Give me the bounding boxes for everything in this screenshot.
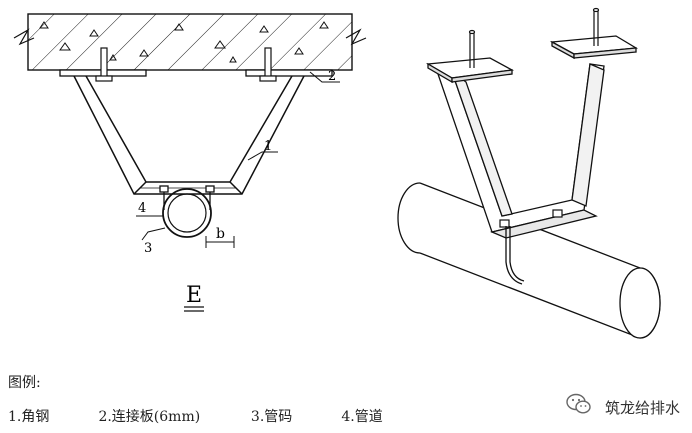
leader-lines <box>136 71 340 248</box>
isometric-bolts <box>468 7 600 228</box>
anchor-bolts <box>95 47 277 82</box>
isometric-clamp <box>505 226 525 285</box>
pipe-section <box>162 188 212 238</box>
legend-item-pipe: 4.管道 <box>341 409 383 425</box>
legend-item-connection-plate: 2.连接板(6mm) <box>98 409 201 425</box>
legend-title: 图例: <box>8 375 41 391</box>
watermark-text: 筑龙给排水 <box>604 398 680 417</box>
callout-4: 4 <box>138 201 146 216</box>
callout-2: 2 <box>328 69 336 84</box>
callout-1: 1 <box>264 139 272 154</box>
section-letter: E <box>186 283 202 308</box>
concrete-slab <box>13 13 367 71</box>
watermark: 筑龙给排水 <box>575 393 680 421</box>
isometric-top-plates <box>425 35 639 84</box>
dimension-b: b <box>216 226 225 242</box>
section-label: E <box>184 283 204 312</box>
isometric-pipe <box>397 182 661 339</box>
legend-list: 1.角钢 2.连接板(6mm) 3.管码 4.管道 <box>8 406 383 426</box>
wechat-logo-icon <box>566 393 591 414</box>
angle-steel-bracket <box>73 75 305 195</box>
callout-3: 3 <box>144 241 152 256</box>
legend-item-angle-steel: 1.角钢 <box>8 409 50 425</box>
legend-item-pipe-clamp: 3.管码 <box>250 409 293 425</box>
